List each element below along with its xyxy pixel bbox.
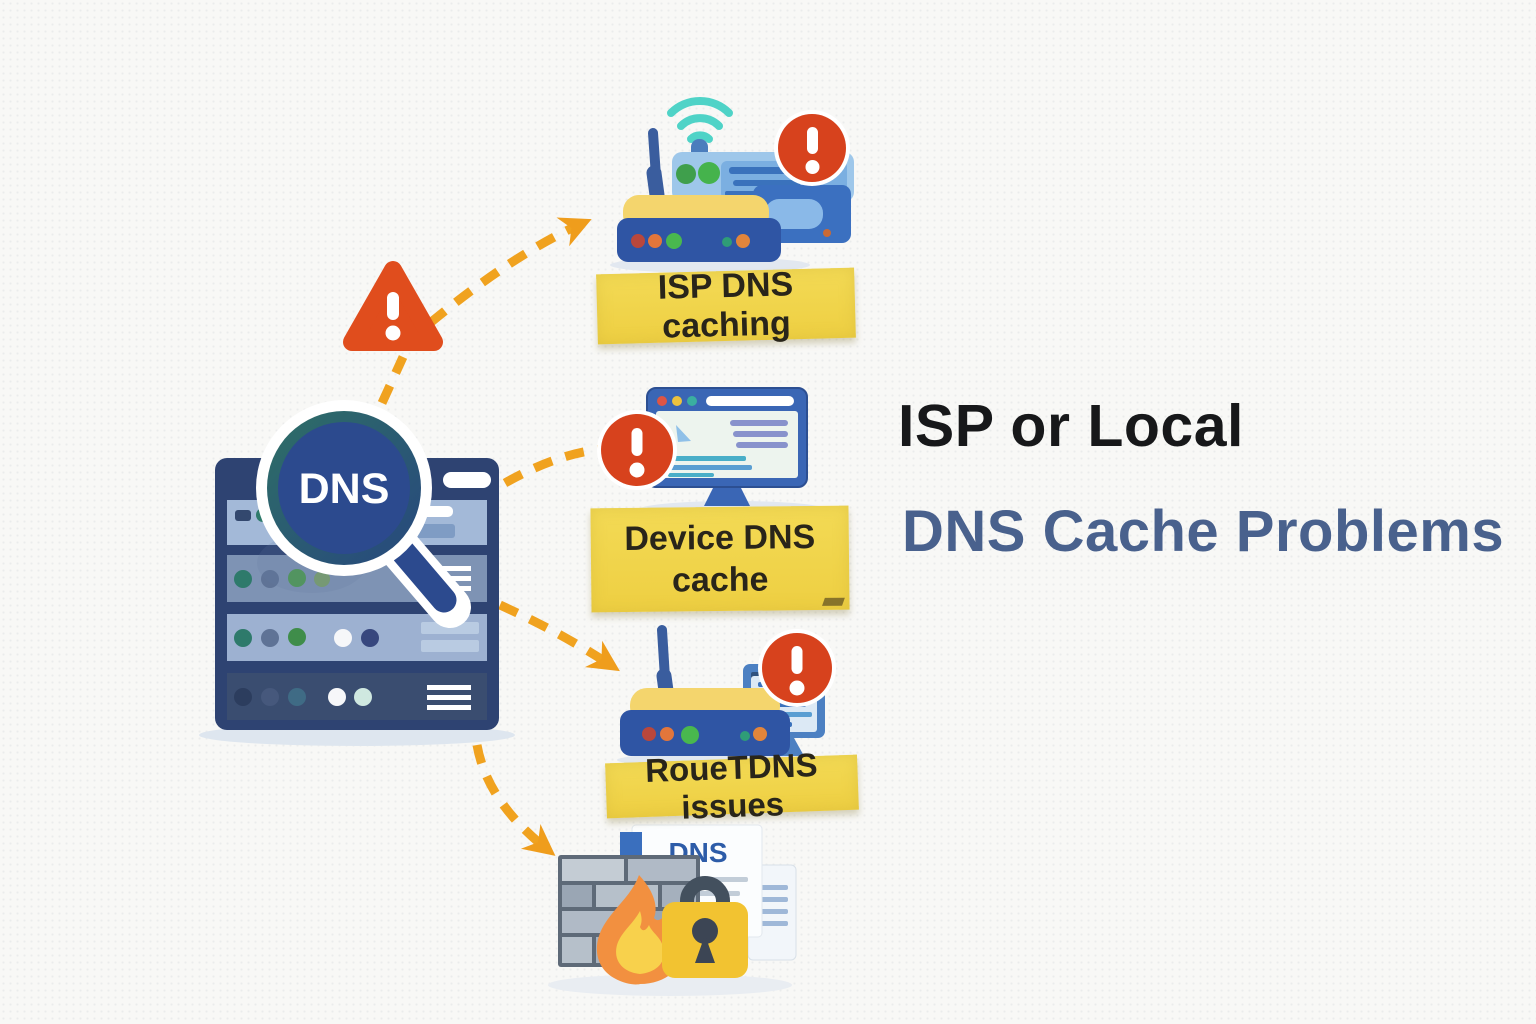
- arrow-magnifier-to-triangle: [377, 355, 408, 405]
- arrow-server-to-firewall: [472, 744, 556, 856]
- server-unit-4: [227, 673, 487, 720]
- wifi-icon: [667, 97, 733, 143]
- note-device-dns-cache: Device DNS cache: [590, 505, 850, 613]
- note-label-line1: Device DNS: [624, 517, 816, 558]
- router-body: [620, 688, 790, 756]
- isp-router-group: [610, 97, 854, 273]
- server-handle-slot: [443, 472, 491, 488]
- note-label: ISP DNS caching: [657, 265, 794, 346]
- arrow-server-to-device: [502, 444, 605, 487]
- antenna-icon: [656, 625, 675, 706]
- padlock-icon: [662, 876, 748, 978]
- note-fold: [822, 597, 845, 606]
- headline-line2: DNS Cache Problems: [902, 499, 1505, 564]
- headline-line1: ISP or Local: [898, 393, 1244, 459]
- monitor-frame: [646, 387, 808, 488]
- note-router-dns-issues: RoueTDNS issues: [605, 746, 859, 825]
- alert-badge-icon: [774, 110, 850, 186]
- cursor-icon: [676, 425, 691, 442]
- alert-badge-icon: [597, 410, 677, 490]
- firewall-group: DNS: [548, 824, 797, 996]
- magnifier-label: DNS: [299, 465, 390, 513]
- note-label-line2: cache: [671, 560, 769, 600]
- monitor-stand: [704, 486, 750, 506]
- dns-magnifier-icon: DNS: [256, 400, 471, 628]
- device-monitor-group: [597, 387, 828, 519]
- note-label: RoueTDNS issues: [644, 745, 819, 826]
- warning-triangle-icon: [343, 261, 443, 351]
- router-body: [617, 195, 781, 262]
- alert-badge-icon: [758, 629, 836, 707]
- note-isp-dns-caching: ISP DNS caching: [596, 265, 856, 346]
- arrow-triangle-to-isp-router: [427, 217, 592, 327]
- arrow-server-to-router: [498, 600, 620, 672]
- antenna-icon: [646, 128, 665, 203]
